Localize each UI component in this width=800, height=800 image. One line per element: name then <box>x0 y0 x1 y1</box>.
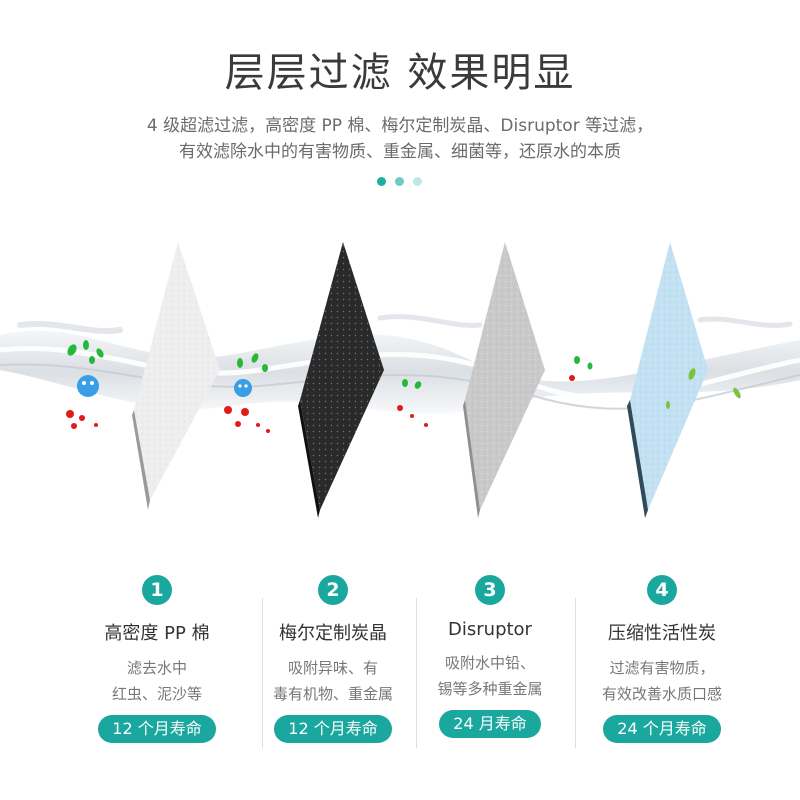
dot-indicator <box>395 177 404 186</box>
stage-lifespan-badge: 12 个月寿命 <box>98 715 216 743</box>
column-divider <box>416 598 417 748</box>
stage-description-line: 滤去水中 <box>126 659 187 677</box>
subtitle-line: 4 级超滤过滤，高密度 PP 棉、梅尔定制炭晶、Disruptor 等过滤， <box>146 116 654 136</box>
stage-description-line: 红虫、泥沙等 <box>111 685 202 703</box>
stage-lifespan-badge: 12 个月寿命 <box>274 715 392 743</box>
dot-indicator <box>413 177 422 186</box>
stage-number-badge: 3 <box>475 575 505 605</box>
bacteria-icon <box>569 356 593 381</box>
stage-number-badge: 4 <box>647 575 677 605</box>
filter-stage-2: 2 梅尔定制炭晶 吸附异味、有 毒有机物、重金属 12 个月寿命 <box>238 575 428 743</box>
stage-number-badge: 1 <box>142 575 172 605</box>
filter-stage-3: 3 Disruptor 吸附水中铅、 锡等多种重金属 24 月寿命 <box>395 575 585 738</box>
dot-indicator <box>377 177 386 186</box>
stage-description-line: 毒有机物、重金属 <box>272 685 393 703</box>
stage-description: 吸附水中铅、 锡等多种重金属 <box>395 650 585 702</box>
filter-sheet-activated-carbon <box>627 242 708 518</box>
filter-illustration <box>0 242 800 518</box>
filter-stage-1: 1 高密度 PP 棉 滤去水中 红虫、泥沙等 12 个月寿命 <box>62 575 252 743</box>
stage-description: 滤去水中 红虫、泥沙等 <box>62 655 252 707</box>
page-title: 层层过滤 效果明显 <box>224 50 576 96</box>
subtitle: 4 级超滤过滤，高密度 PP 棉、梅尔定制炭晶、Disruptor 等过滤， 有… <box>0 113 800 165</box>
stage-name: 压缩性活性炭 <box>608 623 716 644</box>
filter-sheet-carbon-crystal <box>298 242 384 518</box>
column-divider <box>575 598 576 748</box>
stage-description: 过滤有害物质， 有效改善水质口感 <box>567 655 757 707</box>
filter-sheet-disruptor <box>463 242 545 518</box>
stage-name: 梅尔定制炭晶 <box>279 623 387 644</box>
stage-description-line: 过滤有害物质， <box>609 659 715 677</box>
stage-name: Disruptor <box>448 619 532 640</box>
stage-name: 高密度 PP 棉 <box>104 623 210 644</box>
stage-number-badge: 2 <box>318 575 348 605</box>
pagination-dots <box>377 177 423 187</box>
leaf-icon <box>666 368 741 409</box>
stage-description-line: 吸附异味、有 <box>287 659 378 677</box>
stage-description-line: 锡等多种重金属 <box>437 680 543 698</box>
subtitle-line: 有效滤除水中的有害物质、重金属、细菌等，还原水的本质 <box>179 142 621 162</box>
filter-stage-4: 4 压缩性活性炭 过滤有害物质， 有效改善水质口感 24 个月寿命 <box>567 575 757 743</box>
column-divider <box>262 598 263 748</box>
stage-description-line: 吸附水中铅、 <box>444 654 535 672</box>
bacteria-icon <box>224 353 270 433</box>
bacteria-icon <box>66 340 104 429</box>
stage-description: 吸附异味、有 毒有机物、重金属 <box>238 655 428 707</box>
bacteria-icon <box>397 379 428 427</box>
stage-lifespan-badge: 24 个月寿命 <box>603 715 721 743</box>
stage-description-line: 有效改善水质口感 <box>601 685 722 703</box>
filter-sheet-pp-cotton <box>132 242 220 510</box>
stage-lifespan-badge: 24 月寿命 <box>439 710 541 738</box>
